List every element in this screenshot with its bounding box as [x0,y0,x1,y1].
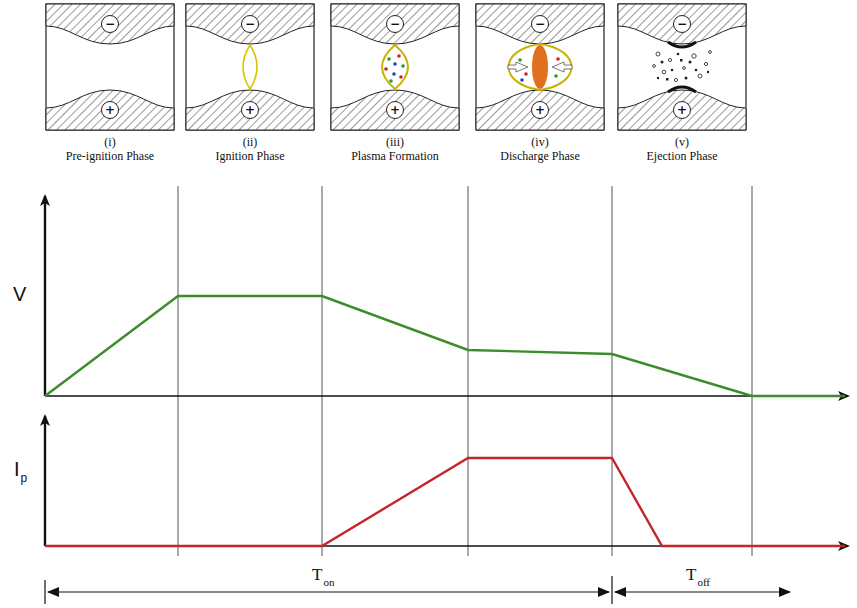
polarity-sign: − [390,18,400,30]
time-subscript: off [697,576,710,588]
negative-terminal: − [673,15,691,33]
polarity-sign: + [105,104,115,116]
positive-terminal: + [531,101,549,119]
negative-terminal: − [241,15,259,33]
polarity-sign: + [245,104,255,116]
phase-name: Discharge Phase [492,150,588,163]
axis-subscript: p [21,472,28,485]
negative-terminal: − [531,15,549,33]
phase-number: (iii) [386,136,404,149]
time-subscript: on [323,576,334,588]
axis [44,196,46,396]
negative-terminal: − [101,15,119,33]
time-label: T [686,566,696,585]
panel [618,4,746,130]
axis [44,416,46,546]
polarity-sign: − [535,18,545,30]
time-label: T [312,566,322,585]
panel [476,4,604,130]
phase-name: Pre-ignition Phase [62,150,158,163]
panel [331,4,459,130]
phase-name: Plasma Formation [347,150,443,163]
current-curve [45,458,845,546]
negative-terminal: − [386,15,404,33]
phase-name: Ignition Phase [202,150,298,163]
polarity-sign: − [105,18,115,30]
polarity-sign: + [535,104,545,116]
positive-terminal: + [101,101,119,119]
panel [46,4,174,130]
polarity-sign: − [677,18,687,30]
polarity-sign: − [245,18,255,30]
positive-terminal: + [673,101,691,119]
phase-number: (i) [104,136,115,149]
polarity-sign: + [390,104,400,116]
phase-number: (v) [675,136,689,149]
positive-terminal: + [386,101,404,119]
axis-label: I [14,458,20,480]
polarity-sign: + [677,104,687,116]
panel [186,4,314,130]
axis [45,395,848,396]
axis-label: V [13,283,26,305]
phase-number: (iv) [531,136,548,149]
time-dimension [45,576,790,604]
phase-name: Ejection Phase [634,150,730,163]
positive-terminal: + [241,101,259,119]
phase-number: (ii) [243,136,258,149]
voltage-curve [45,296,845,396]
